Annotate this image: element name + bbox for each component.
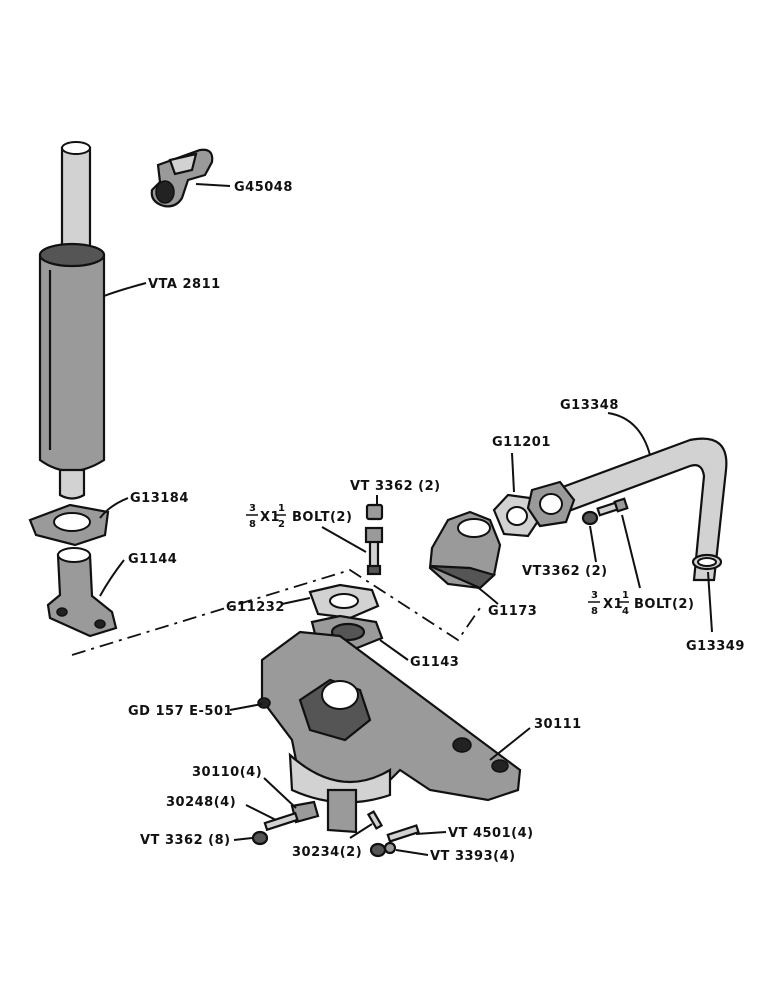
manifold-part [257,630,522,834]
ring-g13349-part [691,553,723,571]
gasket-g11232-part [308,583,380,620]
bolt-left-num: 3 [249,503,256,514]
label-30248: 30248(4) [166,795,236,810]
alignment-line [71,569,481,656]
bolt-left-fnum: 1 [278,503,285,514]
label-g11201: G11201 [492,435,551,450]
bolt-right-den: 8 [591,606,598,617]
label-g13348: G13348 [560,398,619,413]
label-gd157: GD 157 E-501 [128,704,233,719]
label-vt3362-right: VT3362 (2) [522,564,608,579]
bolt-right-num: 3 [591,590,598,601]
label-vt3362-8: VT 3362 (8) [140,833,231,848]
bolt-right-part [596,497,629,517]
elbow-g1144-part [46,547,118,638]
nut-right-part [581,510,599,526]
label-g11232: G11232 [226,600,285,615]
label-g1144: G1144 [128,552,177,567]
bolt-right-fden: 4 [622,606,629,617]
bolt-left-part [364,526,384,576]
nut-vt3393-part [369,841,397,858]
label-30110: 30110(4) [192,765,262,780]
leader-lines [99,183,713,856]
nut-vt3362-8-part [251,830,269,846]
stud-30248-part [263,811,299,832]
label-vta2811: VTA 2811 [148,277,221,292]
elbow-g1173-part [428,510,502,590]
bolt-right-x: X1 [603,597,623,612]
label-g13349: G13349 [686,639,745,654]
bolt-left-den: 8 [249,519,256,530]
label-g1143: G1143 [410,655,459,670]
label-g13184: G13184 [130,491,189,506]
pin-30234-part [366,810,384,830]
label-30234: 30234(2) [292,845,362,860]
label-vt3393: VT 3393(4) [430,849,516,864]
bolt-left-x: X1 [260,510,280,525]
gasket-g13184-part [28,503,110,547]
clamp-part [150,148,214,208]
label-vt3362-top: VT 3362 (2) [350,479,441,494]
tailpipe-g13348-part [526,437,728,582]
muffler-part [38,141,106,500]
label-g1173: G1173 [488,604,537,619]
bolt-left-fden: 2 [278,519,285,530]
label-g45048: G45048 [234,180,293,195]
label-bolt-right: 3 8 X1 1 4 BOLT(2) [588,590,694,617]
bolt-right-tail: BOLT(2) [634,597,694,612]
bolt-vt4501-part [386,824,420,843]
label-vt4501: VT 4501(4) [448,826,534,841]
label-30111: 30111 [534,717,582,732]
bolt-left-tail: BOLT(2) [292,510,352,525]
nut-top-part [365,503,384,521]
label-bolt-left: 3 8 X1 1 2 BOLT(2) [246,503,352,530]
bolt-right-fnum: 1 [622,590,629,601]
